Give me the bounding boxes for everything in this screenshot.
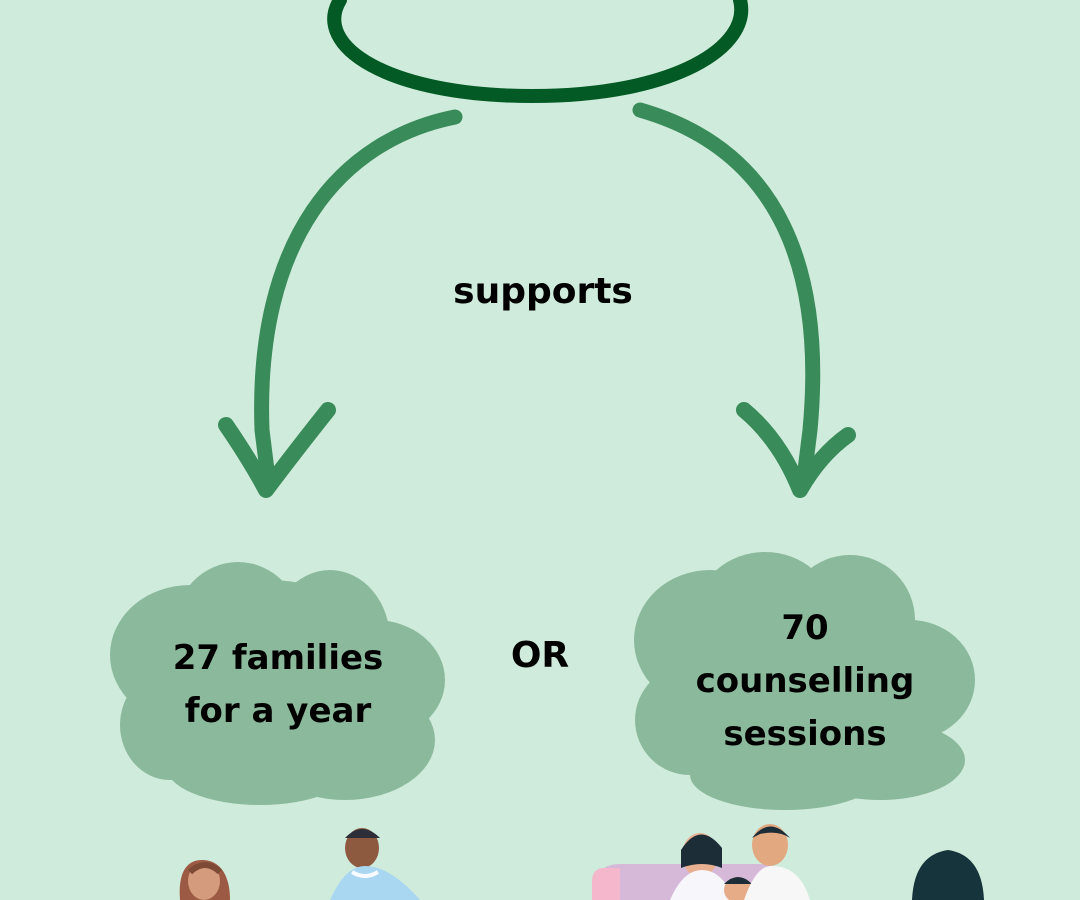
left-option-line-1: 27 families xyxy=(172,638,384,678)
right-option-text: 70 counselling sessions xyxy=(660,602,950,761)
right-arrow-icon xyxy=(632,102,856,498)
separator-label: OR xyxy=(510,635,570,676)
connector-label: supports xyxy=(453,271,633,312)
right-option-line-3: sessions xyxy=(723,714,887,755)
right-option-line-2: counselling xyxy=(695,661,915,702)
top-ellipse xyxy=(327,0,749,104)
right-cloud xyxy=(634,552,975,810)
left-arrow-icon xyxy=(218,109,463,498)
left-option-line-2: for a year xyxy=(184,691,372,732)
people-illustration-left-icon xyxy=(179,828,420,900)
left-option-text: 27 families for a year xyxy=(138,632,418,738)
right-option-line-1: 70 xyxy=(781,608,829,648)
family-illustration-right-icon xyxy=(592,824,984,900)
left-cloud xyxy=(110,562,445,805)
